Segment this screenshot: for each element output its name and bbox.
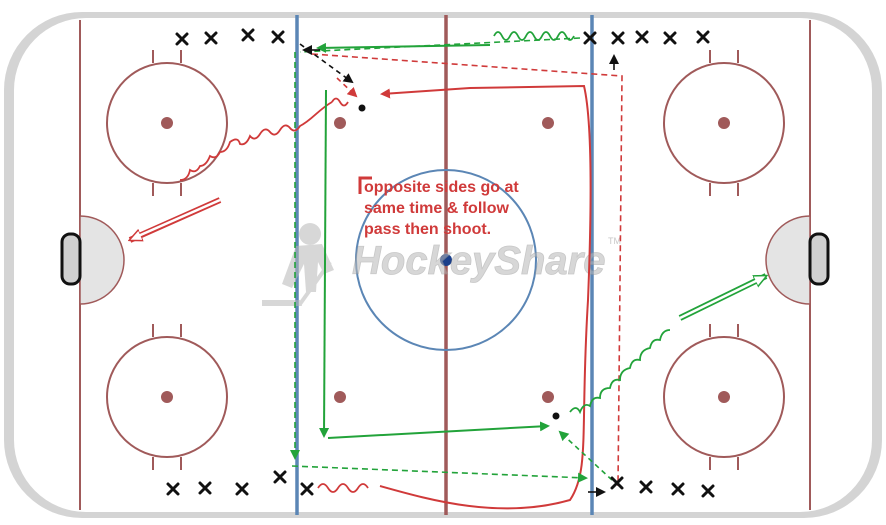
player-x-icon (175, 32, 189, 46)
player-x-icon (663, 31, 677, 45)
player-x-icon (696, 30, 710, 44)
player-x-icon (198, 481, 212, 495)
neutral-dot (542, 391, 554, 403)
player-x-icon (635, 30, 649, 44)
player-x-icon (204, 31, 218, 45)
player-x-icon (639, 480, 653, 494)
faceoff-circle-bottom-right (663, 324, 785, 470)
red-pass-to-puck (336, 77, 358, 98)
note-line-3: pass then shoot. (364, 221, 491, 238)
red-bottom-wave (317, 483, 369, 493)
players-top-right (583, 30, 710, 45)
puck (358, 104, 366, 112)
watermark-trademark: TM (608, 236, 621, 246)
note-line-1: opposite sides go at (364, 179, 519, 196)
note-line-2: same time & follow (364, 200, 509, 217)
green-stickhandle-wave (569, 329, 671, 415)
faceoff-circle-bottom-left (106, 324, 228, 470)
player-x-icon (271, 30, 285, 44)
annotation-note: opposite sides go at same time & follow … (364, 179, 519, 238)
green-bottom-dashed (291, 465, 588, 483)
player-x-icon (273, 470, 287, 484)
green-top-pass (316, 42, 491, 53)
goal-net-right (808, 232, 830, 286)
red-stickhandle-wave (179, 97, 349, 181)
neutral-dot (334, 117, 346, 129)
red-pass-path (311, 53, 623, 487)
hockeyshare-watermark: HockeyShare TM (262, 223, 621, 306)
players-top-left (175, 28, 285, 46)
faceoff-circle-top-right (663, 50, 785, 196)
goal-net-left (60, 232, 82, 286)
neutral-dot (334, 391, 346, 403)
center-circle (355, 169, 537, 351)
player-x-icon (671, 482, 685, 496)
player-x-icon (611, 31, 625, 45)
faceoff-circle-top-left (106, 50, 228, 196)
players-bottom-left (166, 470, 314, 496)
green-top-wave (493, 31, 575, 41)
faceoff-dot (718, 117, 730, 129)
players-bottom-right (610, 476, 715, 498)
puck (552, 412, 560, 420)
goal-crease-left (79, 215, 125, 305)
player-x-icon (610, 476, 624, 490)
player-x-icon (166, 482, 180, 496)
note-bracket (358, 176, 372, 194)
red-drill-paths (130, 53, 623, 510)
center-faceoff-dot (440, 254, 452, 266)
player-x-icon (241, 28, 255, 42)
player-x-icon (583, 31, 597, 45)
red-skate-path (379, 84, 592, 510)
green-pass-across (327, 421, 550, 439)
watermark-brand: HockeyShare (352, 239, 605, 283)
green-top-dashed (299, 37, 581, 53)
green-drill-paths (290, 31, 766, 483)
green-skate-inner (319, 89, 330, 438)
player-x-icon (701, 484, 715, 498)
goal-crease-right (765, 215, 811, 305)
player-x-icon (235, 482, 249, 496)
neutral-dot (542, 117, 554, 129)
faceoff-dot (161, 117, 173, 129)
player-x-icon (300, 482, 314, 496)
green-diag-dashed (558, 430, 613, 481)
faceoff-dot (161, 391, 173, 403)
faceoff-dot (718, 391, 730, 403)
